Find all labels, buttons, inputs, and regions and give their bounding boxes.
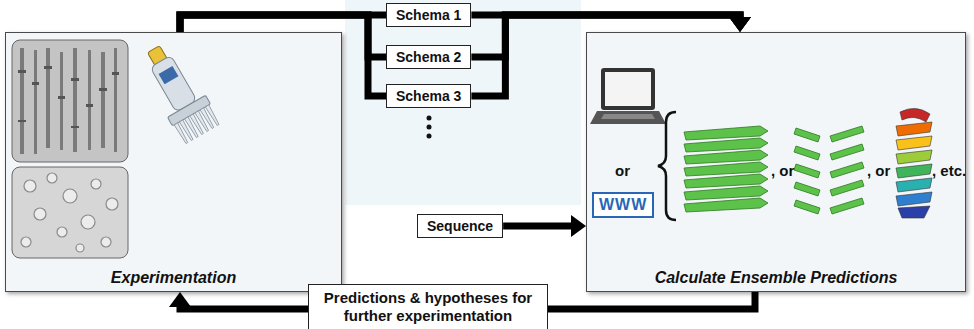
laptop-icon: [590, 68, 666, 124]
separator-text: , or: [867, 162, 890, 179]
web-box: WWW: [592, 192, 654, 218]
arrowhead: [729, 17, 751, 32]
schema-box: Schema 2: [386, 45, 471, 69]
panel-fill: [586, 32, 966, 292]
protein-structure: [684, 126, 768, 212]
arrowhead: [571, 215, 586, 237]
schema-box: Schema 3: [386, 84, 471, 108]
feedback-box: Predictions & hypotheses for further exp…: [308, 284, 548, 329]
flow-arrow: [548, 292, 755, 309]
flow-arrow: [180, 15, 386, 57]
flow-arrow: [471, 15, 751, 57]
panel-title: Experimentation: [111, 269, 236, 287]
box-label: Predictions & hypotheses for further exp…: [317, 289, 539, 325]
box-label: WWW: [599, 196, 647, 214]
pipette-icon: [134, 38, 221, 145]
connector-line: [180, 304, 308, 309]
schema-region: [345, 0, 581, 205]
protein-structure: [896, 108, 932, 218]
arrowhead: [729, 17, 751, 32]
connector-line: [180, 15, 386, 57]
flow-arrow: [180, 15, 386, 96]
brace: [658, 112, 676, 220]
experiment-panel: Experimentation: [5, 32, 342, 292]
connector-line: [503, 223, 574, 230]
arrowhead: [729, 17, 751, 32]
cells-image: [12, 167, 128, 258]
panel-fill: [5, 32, 342, 292]
schema-box: Schema 1: [386, 3, 471, 27]
separator-text: , etc.: [932, 162, 966, 179]
box-label: Schema 1: [396, 7, 461, 23]
input-box: Sequence: [417, 214, 503, 238]
separator-text: , or: [771, 162, 794, 179]
gel-image: [12, 40, 128, 162]
flow-arrow: [471, 15, 751, 96]
more-dots: [427, 116, 432, 139]
separator-text: or: [615, 162, 630, 179]
connector-line: [471, 15, 740, 57]
box-label: Schema 3: [396, 88, 461, 104]
connector-line: [471, 15, 740, 96]
connector-line: [548, 292, 755, 309]
connector-line: [180, 15, 386, 96]
flow-arrow: [503, 215, 586, 237]
protein-structure: [794, 126, 864, 214]
box-label: Sequence: [427, 218, 493, 234]
arrowhead: [169, 292, 191, 307]
box-label: Schema 2: [396, 49, 461, 65]
panel-title: Calculate Ensemble Predictions: [655, 269, 898, 287]
flow-arrow: [169, 292, 308, 309]
